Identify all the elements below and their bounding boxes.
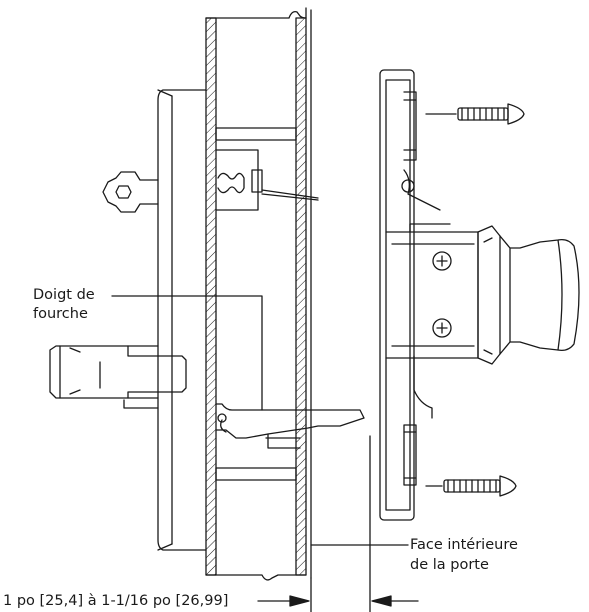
housing-screw-bottom: [432, 318, 452, 338]
exterior-escutcheon: [157, 89, 207, 551]
fork-finger: [215, 403, 365, 449]
mounting-posts: [215, 127, 297, 481]
fork-finger-label-line1: Doigt de: [33, 287, 95, 303]
door-cross-section: [205, 7, 312, 581]
door-inner-skin: [295, 17, 307, 576]
door-face-label-line1: Face intérieure: [410, 537, 518, 553]
fork-finger-leader: [111, 295, 263, 411]
leader-lines: [111, 295, 409, 546]
door-break-top: [205, 10, 307, 19]
fork-finger-label-line2: fourche: [33, 306, 88, 322]
key-icon: [102, 171, 159, 213]
interior-mounting-plate: [379, 69, 441, 521]
interior-housing: [385, 223, 479, 359]
cylinder-cam: [215, 149, 319, 211]
exterior-handle: [49, 345, 187, 409]
screw-bottom: [425, 475, 517, 497]
dimension-label: 1 po [25,4] à 1-1/16 po [26,99]: [3, 593, 229, 609]
housing-screw-top: [432, 251, 452, 271]
door-face-label-line2: de la porte: [410, 557, 489, 573]
dimension-marker: [257, 435, 419, 612]
screw-top: [425, 103, 525, 125]
door-break-bottom: [205, 574, 307, 581]
interior-knob: [477, 225, 580, 365]
